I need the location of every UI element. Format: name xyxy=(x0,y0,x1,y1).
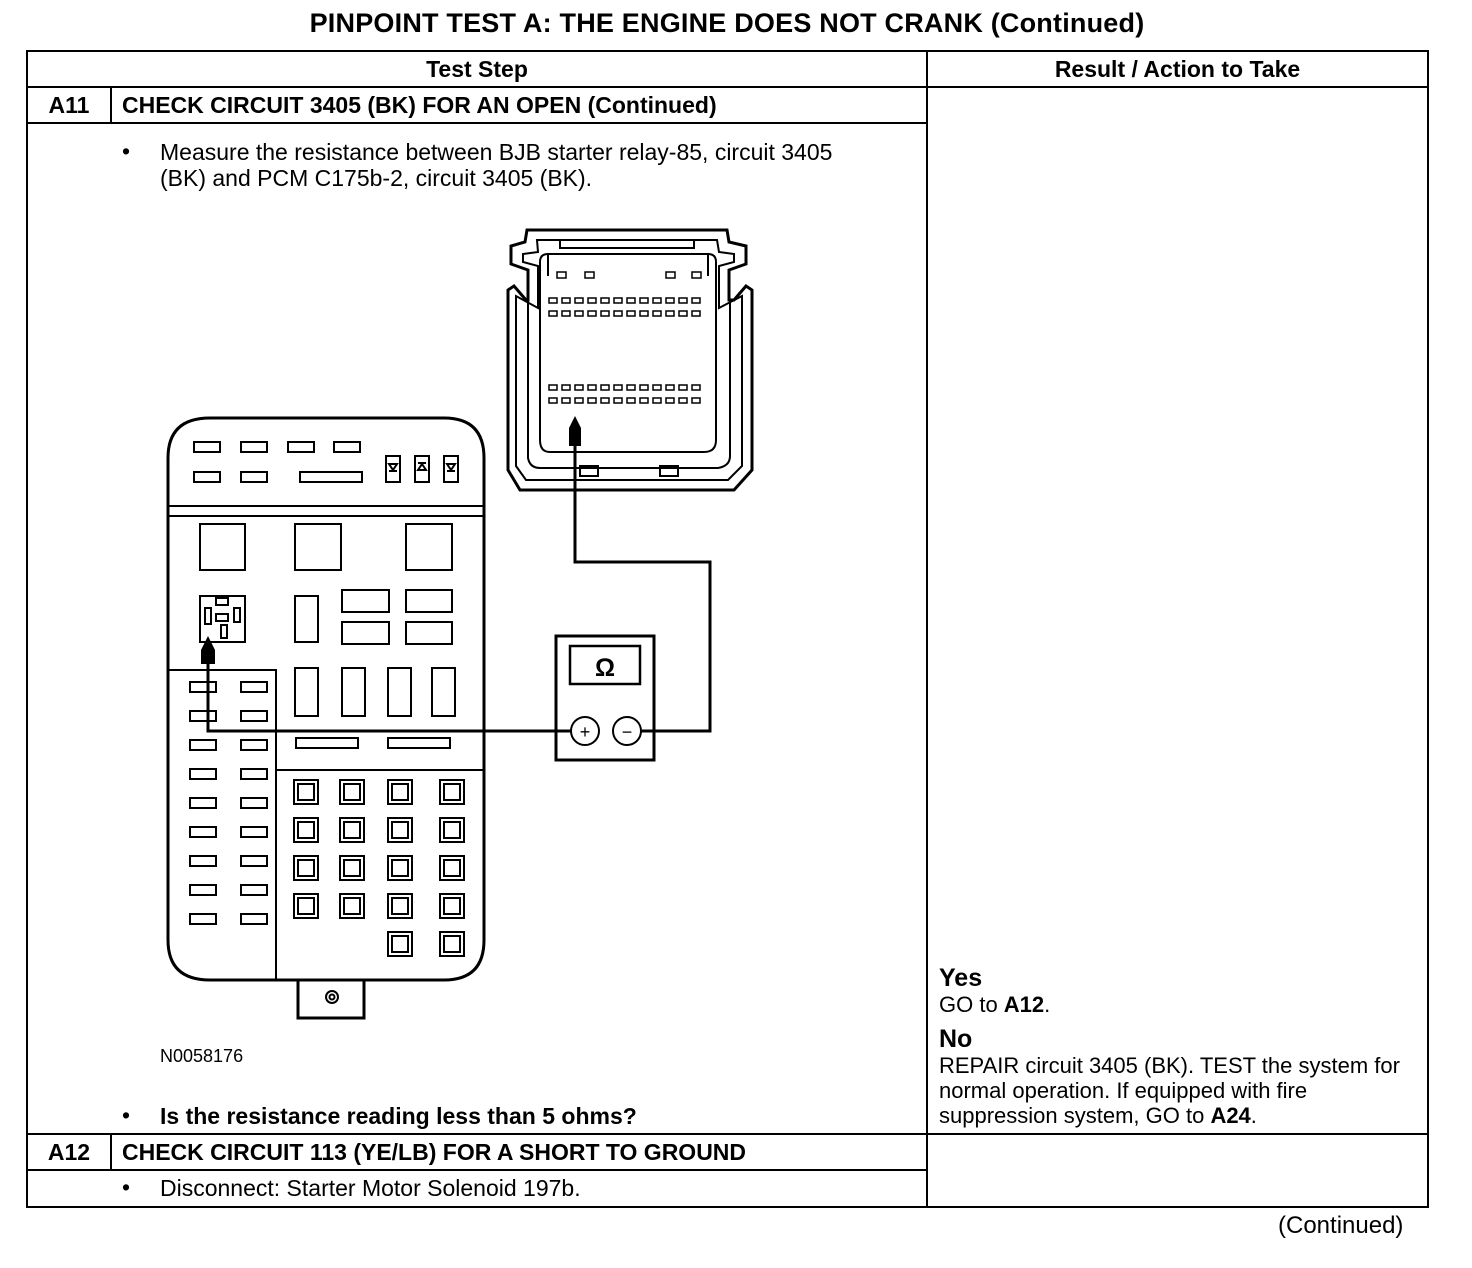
connector-pin xyxy=(678,297,688,304)
result-no-ref: A24 xyxy=(1210,1103,1251,1128)
test-leads xyxy=(206,440,712,733)
connector-pin xyxy=(587,310,597,317)
header-result: Result / Action to Take xyxy=(1054,56,1301,82)
connector-pin xyxy=(691,384,701,391)
connector-pin xyxy=(613,297,623,304)
battery-junction-box xyxy=(166,416,486,1020)
connector-pin xyxy=(587,297,597,304)
connector-pin xyxy=(561,384,571,391)
starter-relay xyxy=(199,595,246,643)
connector-pin-rows xyxy=(548,297,701,404)
step-title-a12: CHECK CIRCUIT 113 (YE/LB) FOR A SHORT TO… xyxy=(122,1139,747,1165)
figure-id: N0058176 xyxy=(160,1046,244,1066)
connector-pin xyxy=(678,310,688,317)
connector-pin xyxy=(626,310,636,317)
connector-pin xyxy=(665,297,675,304)
footer-continued: (Continued) xyxy=(1278,1212,1404,1239)
connector-pin xyxy=(678,397,688,404)
connector-pin xyxy=(691,297,701,304)
a11-question: Is the resistance reading less than 5 oh… xyxy=(160,1103,637,1129)
connector-pin xyxy=(613,384,623,391)
connector-pin xyxy=(652,397,662,404)
fuse-icon xyxy=(193,441,363,483)
minus-terminal: − xyxy=(622,722,633,742)
a12-id-divider xyxy=(110,1133,112,1171)
connector-pins xyxy=(556,271,702,279)
step-title-a11: CHECK CIRCUIT 3405 (BK) FOR AN OPEN (Con… xyxy=(122,92,717,118)
connector-pin xyxy=(561,310,571,317)
connector-pin xyxy=(652,297,662,304)
test-table xyxy=(26,50,1429,1208)
connector-pin xyxy=(665,397,675,404)
plus-terminal: + xyxy=(580,722,591,742)
connector-pin xyxy=(691,397,701,404)
a11-instruction: Measure the resistance between BJB start… xyxy=(160,139,833,191)
connector-pin xyxy=(561,297,571,304)
page-title: PINPOINT TEST A: THE ENGINE DOES NOT CRA… xyxy=(309,8,1145,38)
bullet-dot: • xyxy=(122,1102,131,1128)
connector-pin xyxy=(600,310,610,317)
a12-title-rule xyxy=(26,1169,928,1171)
header-test-step: Test Step xyxy=(426,56,528,82)
header-rule xyxy=(26,86,1429,88)
connector-pin xyxy=(639,297,649,304)
connector-pin xyxy=(574,384,584,391)
result-yes-ref: A12 xyxy=(1003,992,1045,1017)
connector-pin xyxy=(639,397,649,404)
connector-pin xyxy=(613,397,623,404)
connector-pin xyxy=(652,310,662,317)
result-no-label: No xyxy=(939,1025,973,1053)
connector-pin xyxy=(587,397,597,404)
ohm-symbol: Ω xyxy=(595,654,615,682)
connector-pin xyxy=(678,384,688,391)
connector-pin xyxy=(548,297,558,304)
column-divider xyxy=(926,50,928,1208)
bullet-dot: • xyxy=(122,138,131,164)
connector-pin xyxy=(613,310,623,317)
connector-pin xyxy=(574,397,584,404)
pcm-connector xyxy=(506,228,754,492)
step-id-a11: A11 xyxy=(48,92,90,118)
result-yes-label: Yes xyxy=(939,964,983,992)
a12-instruction: Disconnect: Starter Motor Solenoid 197b. xyxy=(160,1175,581,1201)
a12-top-rule xyxy=(26,1133,1429,1135)
connector-pin xyxy=(574,297,584,304)
diode-icon xyxy=(385,455,459,483)
fuse-icon xyxy=(189,681,268,925)
connector-pin xyxy=(548,397,558,404)
a11-id-divider xyxy=(110,86,112,124)
connector-pin xyxy=(691,310,701,317)
result-no-text: REPAIR circuit 3405 (BK). TEST the syste… xyxy=(939,1053,1400,1128)
connector-pin xyxy=(665,384,675,391)
connector-pin xyxy=(600,297,610,304)
connector-pin xyxy=(561,397,571,404)
connector-pin xyxy=(548,310,558,317)
connector-pin xyxy=(600,397,610,404)
probe-tips xyxy=(201,416,581,664)
connector-pin xyxy=(665,310,675,317)
bullet-dot: • xyxy=(122,1174,131,1200)
connector-pin xyxy=(626,384,636,391)
fuse-grid xyxy=(293,779,465,957)
connector-pin xyxy=(626,297,636,304)
connector-pin xyxy=(639,310,649,317)
connector-pin xyxy=(639,384,649,391)
connector-pin xyxy=(652,384,662,391)
connector-pin xyxy=(600,384,610,391)
connector-pin xyxy=(548,384,558,391)
a11-title-rule xyxy=(26,122,928,124)
step-id-a12: A12 xyxy=(47,1139,91,1165)
result-yes-text: GO to A12. xyxy=(939,992,1051,1017)
connector-pin xyxy=(574,310,584,317)
connector-pin xyxy=(587,384,597,391)
connector-pin xyxy=(626,397,636,404)
